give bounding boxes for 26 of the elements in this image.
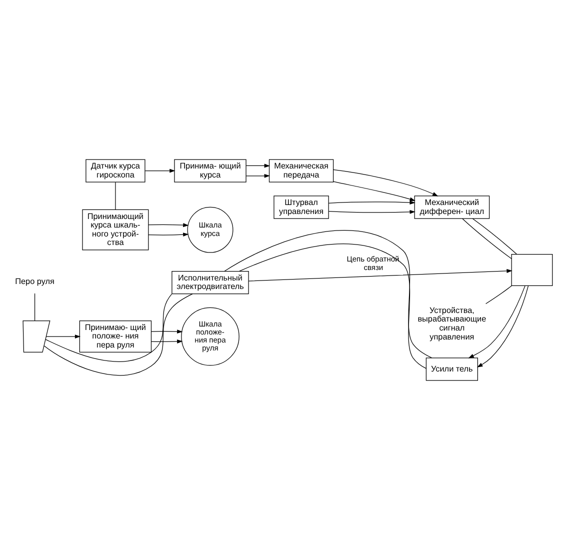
arrow: [333, 169, 438, 196]
arrow: [333, 181, 416, 202]
arrow: [246, 174, 270, 178]
connector: [45, 294, 172, 362]
arrow: [468, 286, 526, 358]
arrow: [151, 330, 183, 334]
connector: [224, 230, 432, 358]
connector: [44, 294, 193, 376]
connector: [239, 244, 426, 369]
arrow: [328, 210, 416, 214]
node-picture: [22, 320, 50, 353]
connector: [462, 218, 512, 260]
connector: [34, 293, 36, 322]
arrow: [476, 285, 529, 368]
connector: [485, 285, 512, 304]
arrow: [144, 168, 176, 173]
arrow: [148, 223, 189, 228]
arrow: [246, 164, 270, 168]
arrow: [248, 268, 512, 282]
arrow: [46, 334, 81, 339]
arrow: [148, 232, 189, 237]
connector: [472, 218, 518, 255]
connector: [115, 182, 116, 210]
arrow: [328, 200, 416, 204]
node-box: [511, 254, 553, 286]
arrow: [151, 340, 183, 344]
